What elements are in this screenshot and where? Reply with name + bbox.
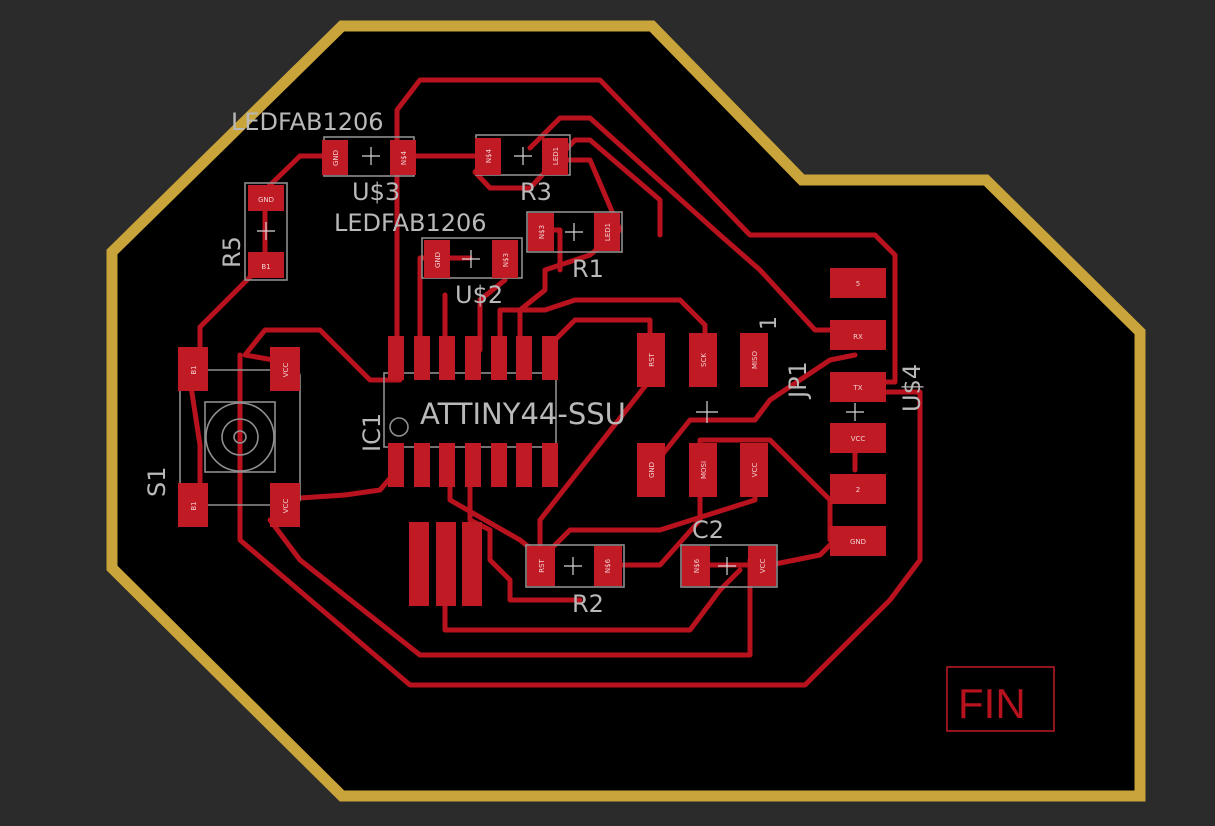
s1-pad-3 xyxy=(270,483,300,527)
svg-text:VCC: VCC xyxy=(282,499,290,514)
c2-pad-a xyxy=(682,546,710,586)
r5-pad-a xyxy=(248,185,284,211)
pin-labels: GND N$4 N$4 LED1 GND N$3 N$3 LED1 GND B1… xyxy=(190,147,866,573)
jp1-pad-sck xyxy=(689,333,717,387)
svg-text:RST: RST xyxy=(648,352,656,366)
r5-ref-label: R5 xyxy=(218,236,246,268)
c2-pad-b xyxy=(748,546,776,586)
svg-text:B1: B1 xyxy=(261,263,270,271)
r3-ref-label: R3 xyxy=(520,178,552,206)
svg-text:N$4: N$4 xyxy=(485,148,493,163)
s1-pad-1 xyxy=(178,483,208,527)
r2-pad-b xyxy=(594,546,622,586)
svg-text:VCC: VCC xyxy=(759,559,767,574)
u3-ref-label: U$3 xyxy=(352,178,400,206)
ic1-top-pins xyxy=(388,336,558,380)
svg-text:LED1: LED1 xyxy=(604,223,612,241)
r5-pad-b xyxy=(248,252,284,278)
svg-text:MISO: MISO xyxy=(751,350,759,369)
jp1-pad-gnd xyxy=(637,443,665,497)
svg-text:LED1: LED1 xyxy=(552,147,560,165)
svg-text:RST: RST xyxy=(538,558,546,572)
component-origins xyxy=(257,147,864,575)
r1-ref-label: R1 xyxy=(572,255,604,283)
svg-text:RX: RX xyxy=(853,333,863,341)
jp1-pad-rst xyxy=(637,333,665,387)
svg-text:VCC: VCC xyxy=(851,435,866,443)
component-labels: LEDFAB1206 U$3 R3 LEDFAB1206 U$2 R1 R5 S… xyxy=(143,108,926,618)
svg-text:MOSI: MOSI xyxy=(700,461,708,479)
u4-pad-tx xyxy=(830,372,886,402)
u2-ref-label: U$2 xyxy=(455,281,503,309)
jp1-pad-mosi xyxy=(689,443,717,497)
silkscreen-outlines xyxy=(179,134,778,588)
jp1-pin-one-label: 1 xyxy=(757,316,782,330)
u2-value-label: LEDFAB1206 xyxy=(334,209,487,237)
svg-text:GND: GND xyxy=(332,150,340,166)
fin-label: FIN xyxy=(958,680,1026,727)
svg-text:N$6: N$6 xyxy=(693,558,701,573)
svg-text:B1: B1 xyxy=(190,501,198,510)
u3-pad-a xyxy=(322,140,348,175)
u4-ref-label: U$4 xyxy=(898,364,926,412)
jp1-ref-label: JP1 xyxy=(784,361,812,400)
r1-pad-b xyxy=(594,213,620,251)
u4-pad-5 xyxy=(830,268,886,298)
resonator-pad-1 xyxy=(409,522,429,606)
svg-text:TX: TX xyxy=(852,384,862,392)
ic1-ref-label: IC1 xyxy=(358,413,386,452)
svg-text:GND: GND xyxy=(648,462,656,478)
svg-text:VCC: VCC xyxy=(282,363,290,378)
u3-pad-b xyxy=(390,140,416,175)
u4-pad-2 xyxy=(830,474,886,504)
r1-pad-a xyxy=(528,213,554,251)
pads xyxy=(178,138,886,606)
svg-text:2: 2 xyxy=(856,486,860,494)
s1-ref-label: S1 xyxy=(143,466,171,497)
svg-text:SCK: SCK xyxy=(700,353,708,367)
resonator-pad-3 xyxy=(462,522,482,606)
u3-value-label: LEDFAB1206 xyxy=(231,108,384,136)
svg-text:N$3: N$3 xyxy=(502,253,510,267)
svg-text:GND: GND xyxy=(850,538,866,546)
u4-pad-rx xyxy=(830,320,886,350)
jp1-pad-miso xyxy=(740,333,768,387)
u2-pad-a xyxy=(424,240,450,278)
svg-text:GND: GND xyxy=(258,196,274,204)
svg-text:N$4: N$4 xyxy=(400,150,408,165)
jp1-pad-vcc xyxy=(740,443,768,497)
u4-pad-gnd xyxy=(830,526,886,556)
svg-text:N$6: N$6 xyxy=(604,558,612,573)
ic1-value-label: ATTINY44-SSU xyxy=(420,397,626,431)
u4-pad-vcc xyxy=(830,423,886,453)
resonator-pad-2 xyxy=(436,522,456,606)
svg-text:VCC: VCC xyxy=(751,463,759,478)
svg-text:GND: GND xyxy=(434,252,442,268)
ic1-bottom-pins xyxy=(388,443,558,487)
c2-ref-label: C2 xyxy=(692,516,724,544)
s1-pad-2 xyxy=(178,347,208,391)
svg-text:B1: B1 xyxy=(190,365,198,374)
r2-pad-a xyxy=(527,546,555,586)
u2-pad-b xyxy=(492,240,518,278)
r3-pad-a xyxy=(475,138,501,175)
r3-pad-b xyxy=(542,138,568,175)
s1-pad-4 xyxy=(270,347,300,391)
svg-text:5: 5 xyxy=(856,280,860,288)
svg-text:N$3: N$3 xyxy=(538,225,546,239)
fin-marker: FIN xyxy=(946,666,1055,732)
r2-ref-label: R2 xyxy=(572,590,604,618)
